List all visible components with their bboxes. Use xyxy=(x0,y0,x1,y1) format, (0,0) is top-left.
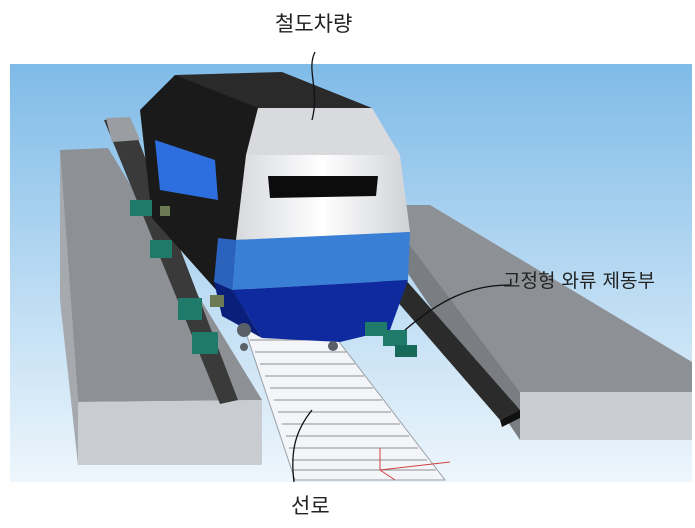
train-roof xyxy=(175,72,372,108)
track-leader xyxy=(292,409,313,483)
axis-marker xyxy=(379,448,451,481)
eddy-current-brake xyxy=(365,322,417,357)
train-skirt xyxy=(232,280,408,342)
train-roof-top xyxy=(246,108,400,155)
railway-vehicle xyxy=(140,72,410,351)
vehicle-label: 철도차량 xyxy=(275,12,353,36)
track-label: 선로 xyxy=(291,494,330,518)
vehicle-leader xyxy=(311,51,316,121)
brake-label: 고정형 와류 제동부 xyxy=(503,270,655,292)
left-bogies xyxy=(130,200,224,354)
train-stripe xyxy=(232,232,410,290)
right-rail-beam xyxy=(370,262,520,427)
leader-lines xyxy=(292,51,511,483)
train-windshield xyxy=(268,176,378,198)
brake-leader xyxy=(404,284,511,331)
train-front xyxy=(236,155,410,240)
